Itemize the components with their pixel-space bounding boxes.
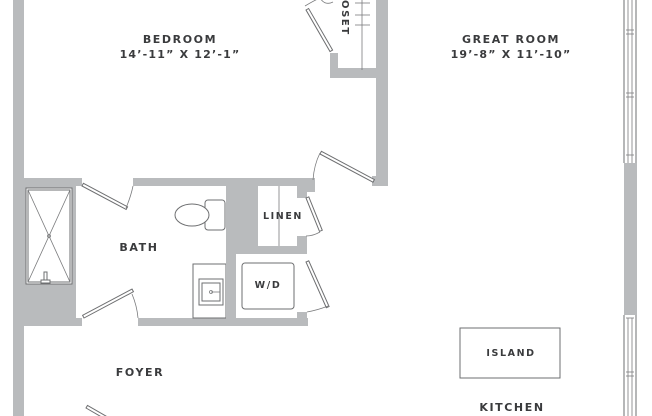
bath-door-bottom-swing	[131, 293, 139, 319]
linen-door-leaf	[305, 196, 323, 233]
linen-jamb-top	[297, 186, 307, 198]
bedroom-dimensions: 14’-11” X 12’-1”	[119, 48, 241, 61]
bath-north-wall-right	[133, 178, 313, 186]
shower-diagonal-2	[27, 189, 71, 283]
closet-jamb	[330, 53, 338, 78]
washer-dryer-label: W/D	[254, 280, 282, 291]
foyer-label: FOYER	[115, 366, 165, 379]
east-window-lower	[623, 315, 637, 416]
east-exterior-wall-solid	[624, 163, 637, 315]
bedroom-door-leaf	[319, 150, 376, 183]
island-label: ISLAND	[486, 348, 536, 359]
entry-door-leaf	[85, 404, 115, 416]
bedroom-east-wall	[376, 0, 388, 186]
bath-north-wall-stub	[305, 178, 315, 192]
shower-valve-base	[40, 279, 51, 284]
bath-north-wall-left	[24, 178, 82, 186]
bath-label: BATH	[119, 241, 159, 254]
kitchen-label: KITCHEN	[479, 401, 545, 414]
kitchen-island	[459, 327, 561, 379]
washer-dryer	[241, 262, 295, 310]
wd-west-wall	[226, 254, 236, 326]
shower-drain	[47, 234, 51, 238]
bedroom-east-wall-stub	[372, 176, 388, 186]
east-window-upper	[623, 0, 637, 163]
bath-door-top-swing	[125, 185, 134, 209]
linen-label: LINEN	[263, 211, 303, 222]
linen-jamb-bottom	[297, 236, 307, 254]
linen-south-wall	[236, 246, 306, 254]
toilet-bowl	[174, 203, 210, 227]
left-exterior-wall	[13, 0, 24, 416]
linen-door-swing	[305, 231, 321, 237]
bath-door-bottom-leaf	[81, 288, 135, 319]
great-room-dimensions: 19’-8” X 11’-10”	[450, 48, 572, 61]
wd-door-swing	[306, 305, 329, 313]
closet-door-swing	[304, 0, 334, 7]
bath-south-wall-right	[138, 318, 308, 326]
wd-jamb-bottom	[297, 312, 307, 326]
bedroom-label: BEDROOM	[142, 33, 218, 46]
closet-door-leaf	[305, 7, 334, 53]
closet-label: OSET	[339, 0, 350, 36]
wd-door-leaf	[305, 260, 330, 309]
great-room-label: GREAT ROOM	[461, 33, 561, 46]
bath-door-top-leaf	[81, 182, 129, 211]
bath-south-wall-left	[24, 318, 82, 326]
bedroom-door-swing	[312, 152, 321, 181]
closet-bottom-wall	[330, 68, 388, 78]
plumbing-chase	[226, 186, 258, 248]
